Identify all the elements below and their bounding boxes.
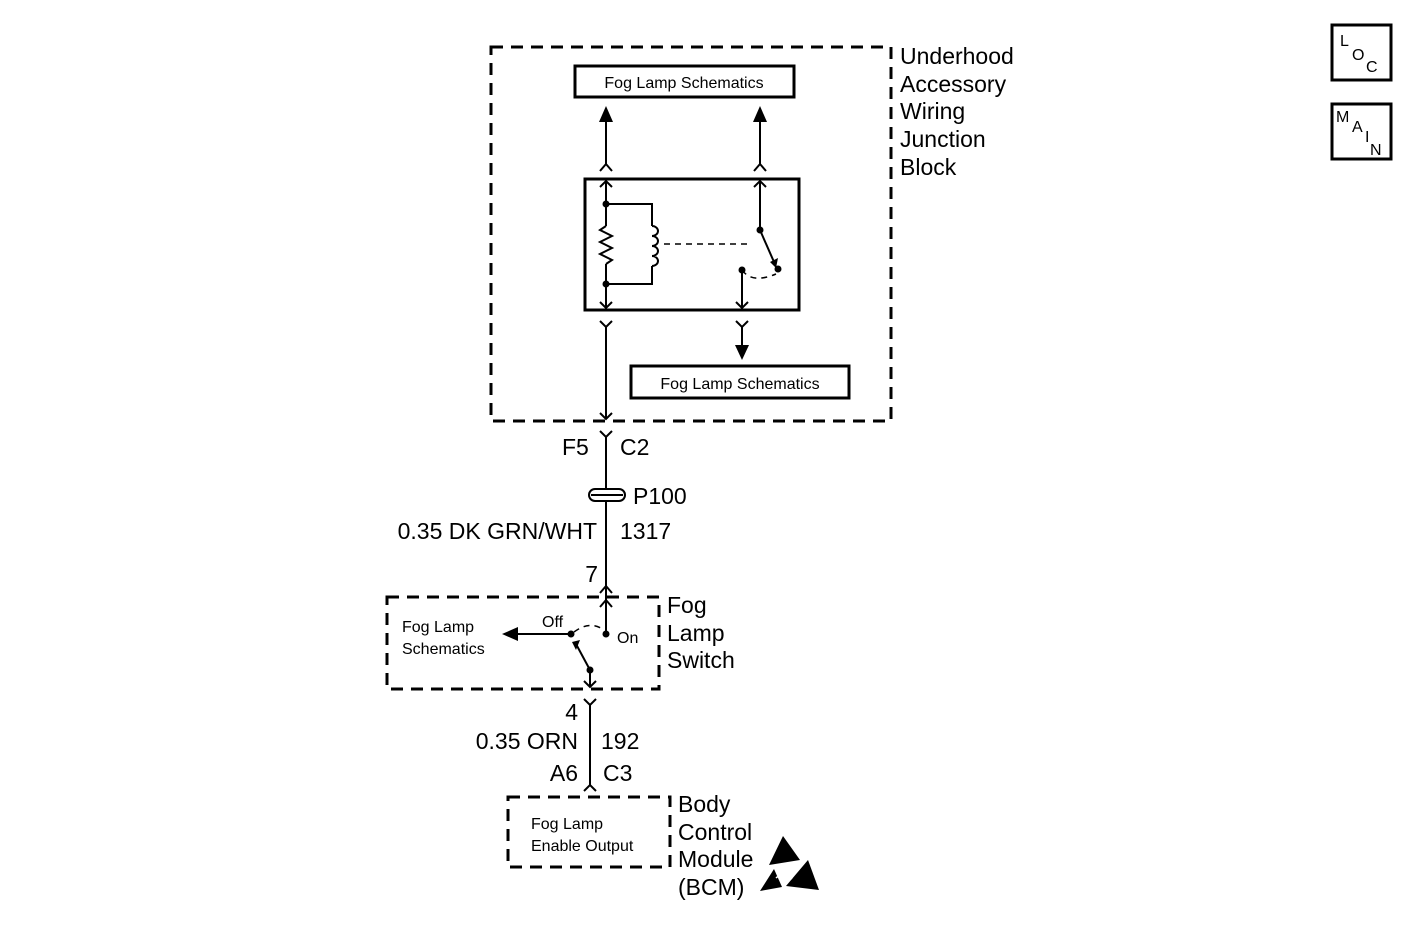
- esd-warning-icon: [760, 836, 819, 891]
- loc-letter-o: O: [1352, 47, 1364, 64]
- wire-192-color-label: 0.35 ORN: [476, 728, 578, 754]
- terminal-jb-out-icon: [599, 412, 613, 421]
- loc-letter-l: L: [1340, 33, 1349, 50]
- main-letter-n: N: [1370, 142, 1382, 159]
- junction-block-outline: [489, 45, 893, 423]
- svg-text:Wiring: Wiring: [900, 98, 965, 124]
- svg-text:Control: Control: [678, 819, 752, 845]
- switch-fog-lamp-schematics-link[interactable]: Fog Lamp Schematics: [402, 619, 485, 658]
- arrow-down-icon: [735, 345, 749, 360]
- pin-f5-label: F5: [562, 434, 589, 460]
- switch-outline: [385, 595, 661, 691]
- relay-contact-arm: [759, 229, 775, 263]
- fog-lamp-schematics-bottom-link[interactable]: Fog Lamp Schematics: [629, 364, 851, 400]
- svg-text:Accessory: Accessory: [900, 71, 1007, 97]
- svg-text:Fog Lamp Schematics: Fog Lamp Schematics: [660, 376, 819, 393]
- svg-text:(BCM): (BCM): [678, 874, 744, 900]
- relay-coil-icon: [606, 203, 659, 285]
- fog-lamp-switch: 7 Fog Lamp Switch On Off Fog Lamp Schema…: [385, 561, 735, 725]
- svg-text:Block: Block: [900, 154, 957, 180]
- svg-text:Fog Lamp: Fog Lamp: [402, 619, 474, 636]
- connector-c3-icon: [583, 783, 597, 792]
- svg-text:Schematics: Schematics: [402, 641, 485, 658]
- main-letter-m: M: [1336, 109, 1349, 126]
- svg-text:Junction: Junction: [900, 126, 986, 152]
- switch-off-label: Off: [542, 614, 564, 631]
- switch-label: Fog Lamp Switch: [667, 592, 735, 673]
- terminal-relay-left-out-icon: [599, 320, 613, 329]
- svg-text:Switch: Switch: [667, 647, 735, 673]
- svg-text:Body: Body: [678, 791, 731, 817]
- wire-1317-color-label: 0.35 DK GRN/WHT: [398, 518, 597, 544]
- bcm-output-line2: Enable Output: [531, 838, 634, 855]
- connector-c2-icon: [599, 430, 613, 439]
- svg-text:Fog Lamp Schematics: Fog Lamp Schematics: [604, 75, 763, 92]
- relay-outline: [583, 177, 801, 312]
- connector-c2-label: C2: [620, 434, 649, 460]
- arrow-left-icon: [502, 627, 518, 641]
- svg-text:Fog: Fog: [667, 592, 707, 618]
- loc-letter-c: C: [1366, 59, 1378, 76]
- svg-text:Underhood: Underhood: [900, 43, 1014, 69]
- relay: [583, 177, 801, 312]
- arrow-up-left-icon: [599, 106, 613, 122]
- splice-p100-label: P100: [633, 483, 687, 509]
- svg-text:Lamp: Lamp: [667, 620, 725, 646]
- wire-1317-circuit-label: 1317: [620, 518, 671, 544]
- loc-button[interactable]: L O C: [1330, 23, 1393, 82]
- bcm-outline: [506, 795, 672, 869]
- switch-terminal-4-icon: [583, 698, 597, 707]
- arrow-up-right-icon: [753, 106, 767, 122]
- bcm-output-line1: Fog Lamp: [531, 816, 603, 833]
- junction-block-label: Underhood Accessory Wiring Junction Bloc…: [900, 43, 1014, 180]
- main-button[interactable]: M A I N: [1330, 102, 1393, 161]
- terminal-up-left-icon: [599, 162, 613, 172]
- terminal-up-right-icon: [753, 162, 767, 172]
- terminal-relay-right-out-icon: [735, 320, 749, 329]
- connector-c3-label: C3: [603, 760, 632, 786]
- switch-pin-4-label: 4: [565, 699, 578, 725]
- wire-192-circuit-label: 192: [601, 728, 639, 754]
- main-letter-a: A: [1352, 119, 1363, 136]
- body-control-module: Fog Lamp Enable Output Body Control Modu…: [506, 791, 819, 900]
- switch-on-contact: [602, 630, 610, 638]
- switch-terminal-7-icon: [599, 584, 613, 594]
- fog-lamp-schematics-top-link[interactable]: Fog Lamp Schematics: [573, 64, 796, 99]
- junction-block: Underhood Accessory Wiring Junction Bloc…: [489, 43, 1014, 423]
- splice-p100-icon: [588, 488, 626, 502]
- switch-arm: [575, 643, 591, 671]
- svg-text:Module: Module: [678, 846, 753, 872]
- bcm-label: Body Control Module (BCM): [678, 791, 753, 900]
- switch-pin-7-label: 7: [585, 561, 598, 587]
- main-letter-i: I: [1365, 129, 1369, 146]
- pin-a6-label: A6: [550, 760, 578, 786]
- switch-on-label: On: [617, 630, 638, 647]
